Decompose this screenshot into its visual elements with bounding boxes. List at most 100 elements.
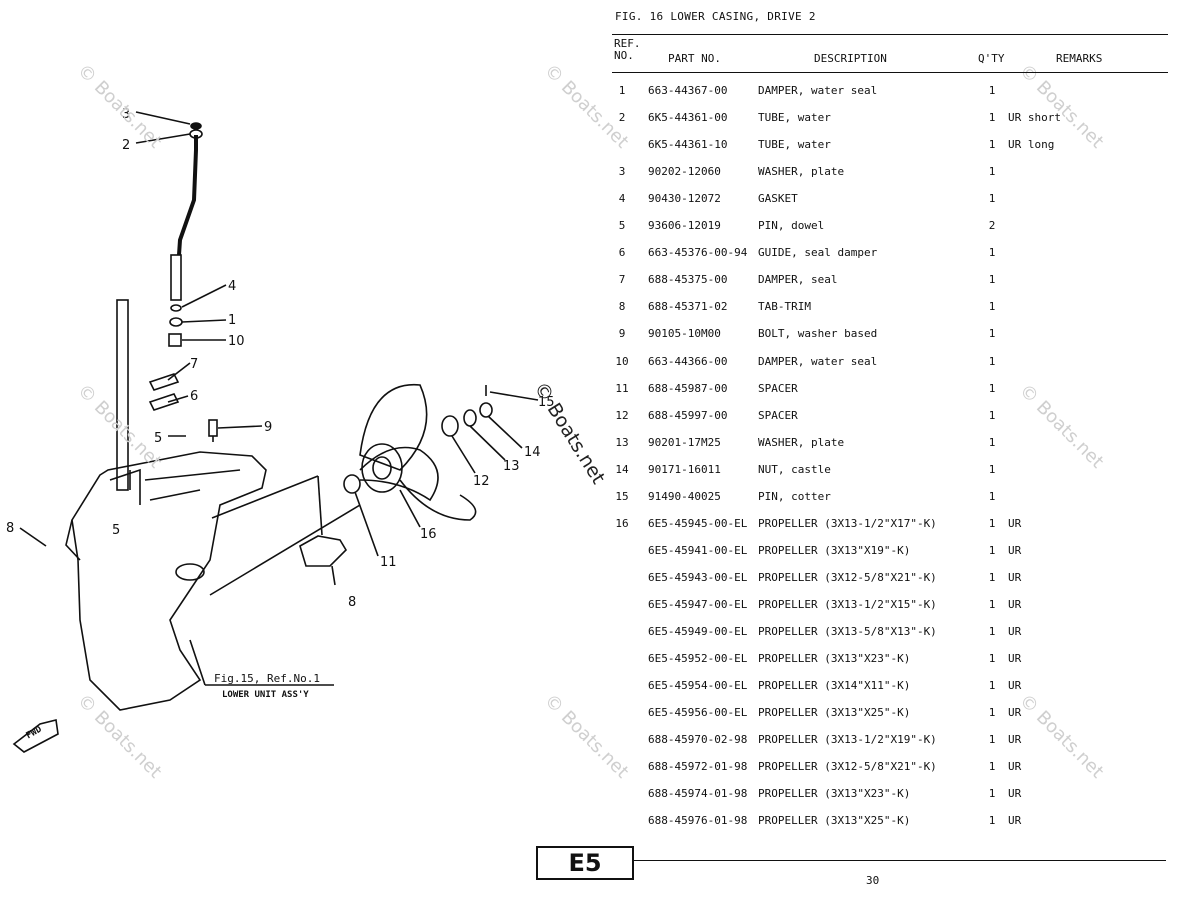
description-cell: DAMPER, water seal [758, 354, 878, 368]
callout-2: 2 [122, 138, 130, 153]
ref-cell: 3 [618, 165, 626, 179]
callout-12: 12 [473, 474, 490, 489]
description-cell: PROPELLER (3X13"X19"-K) [758, 543, 911, 557]
qty-cell: 1 [988, 706, 996, 720]
ref-cell: 12 [615, 408, 629, 422]
exploded-parts-diagram: 3 2 4 1 10 7 6 9 5 8 5 15 12 13 14 11 16… [6, 107, 555, 753]
part-no-cell: 663-45376-00-94 [648, 246, 748, 260]
ref-cell: 6 [618, 246, 626, 260]
remarks-cell: UR [1008, 516, 1022, 530]
qty-cell: 1 [988, 408, 996, 422]
callout-11: 11 [380, 555, 397, 570]
callout-8a: 5 [112, 523, 120, 538]
callout-10: 10 [228, 334, 245, 349]
callout-13: 13 [503, 459, 520, 474]
part-no-cell: 6E5-45943-00-EL [648, 570, 748, 584]
description-cell: PROPELLER (3X13"X23"-K) [758, 652, 911, 666]
ref-cell: 2 [618, 111, 626, 125]
qty-cell: 1 [988, 111, 996, 125]
qty-cell: 1 [988, 327, 996, 341]
description-cell: DAMPER, seal [758, 273, 838, 287]
qty-cell: 1 [988, 814, 996, 828]
description-cell: TUBE, water [758, 138, 831, 152]
qty-cell: 1 [988, 192, 996, 206]
part-no-cell: 688-45375-00 [648, 273, 728, 287]
table-row: 6E5-45943-00-EL PROPELLER (3X12-5/8"X21"-… [612, 571, 1192, 597]
callout-6: 6 [190, 389, 198, 404]
qty-cell: 1 [988, 84, 996, 97]
part-no-cell: 6E5-45949-00-EL [648, 625, 748, 638]
ref-cell: 7 [618, 273, 626, 287]
qty-cell: 1 [988, 679, 996, 693]
description-cell: PROPELLER (3X13"X25"-K) [758, 706, 911, 720]
description-cell: NUT, castle [758, 462, 831, 476]
remarks-cell: UR [1008, 597, 1022, 611]
remarks-cell: UR [1008, 543, 1022, 557]
part-no-cell: 90430-12072 [648, 192, 721, 206]
header-ref: REF. NO. [614, 37, 641, 62]
part-no-cell: 6E5-45945-00-EL [648, 516, 748, 530]
description-cell: PROPELLER (3X12-5/8"X21"-K) [758, 570, 937, 584]
part-no-cell: 688-45997-00 [648, 408, 728, 422]
page-rule [634, 860, 1166, 861]
page-number: 30 [866, 874, 880, 887]
description-cell: PROPELLER (3X12-5/8"X21"-K) [758, 760, 937, 774]
callout-8b: 8 [348, 595, 356, 610]
description-cell: PIN, cotter [758, 489, 831, 503]
figure-title: FIG. 16 LOWER CASING, DRIVE 2 [615, 10, 816, 23]
qty-cell: 1 [988, 381, 996, 395]
ref-cell: 15 [615, 489, 629, 503]
remarks-cell: UR [1008, 706, 1022, 720]
note-name: LOWER UNIT ASS'Y [222, 690, 309, 700]
callout-7: 7 [190, 357, 198, 372]
ref-cell: 11 [615, 381, 629, 395]
note-ref: Fig.15, Ref.No.1 [214, 672, 320, 685]
remarks-cell: UR [1008, 679, 1022, 693]
description-cell: TAB-TRIM [758, 300, 811, 314]
callout-15: 15 [538, 395, 555, 410]
remarks-cell: UR [1008, 570, 1022, 584]
description-cell: DAMPER, water seal [758, 84, 878, 97]
part-no-cell: 6E5-45941-00-EL [648, 543, 748, 557]
remarks-cell: UR [1008, 814, 1022, 828]
part-no-cell: 90105-10M00 [648, 327, 721, 341]
callout-14: 14 [524, 445, 541, 460]
part-no-cell: 663-44366-00 [648, 354, 728, 368]
remarks-cell: UR [1008, 652, 1022, 666]
callout-3: 3 [122, 107, 130, 122]
ref-cell: 5 [618, 219, 626, 233]
description-cell: PROPELLER (3X13"X25"-K) [758, 814, 911, 828]
header-desc: DESCRIPTION [814, 52, 887, 65]
callout-16: 16 [420, 527, 437, 542]
part-no-cell: 6E5-45956-00-EL [648, 706, 748, 720]
part-no-cell: 688-45371-02 [648, 300, 728, 314]
part-no-cell: 688-45974-01-98 [648, 787, 748, 801]
qty-cell: 1 [988, 273, 996, 287]
qty-cell: 1 [988, 138, 996, 152]
remarks-cell: UR long [1008, 138, 1055, 152]
qty-cell: 1 [988, 652, 996, 666]
description-cell: WASHER, plate [758, 435, 845, 449]
remarks-cell: UR [1008, 760, 1022, 774]
ref-cell: 16 [615, 516, 629, 530]
part-no-cell: 90201-17M25 [648, 435, 721, 449]
qty-cell: 1 [988, 760, 996, 774]
part-no-cell: 6E5-45947-00-EL [648, 597, 748, 611]
